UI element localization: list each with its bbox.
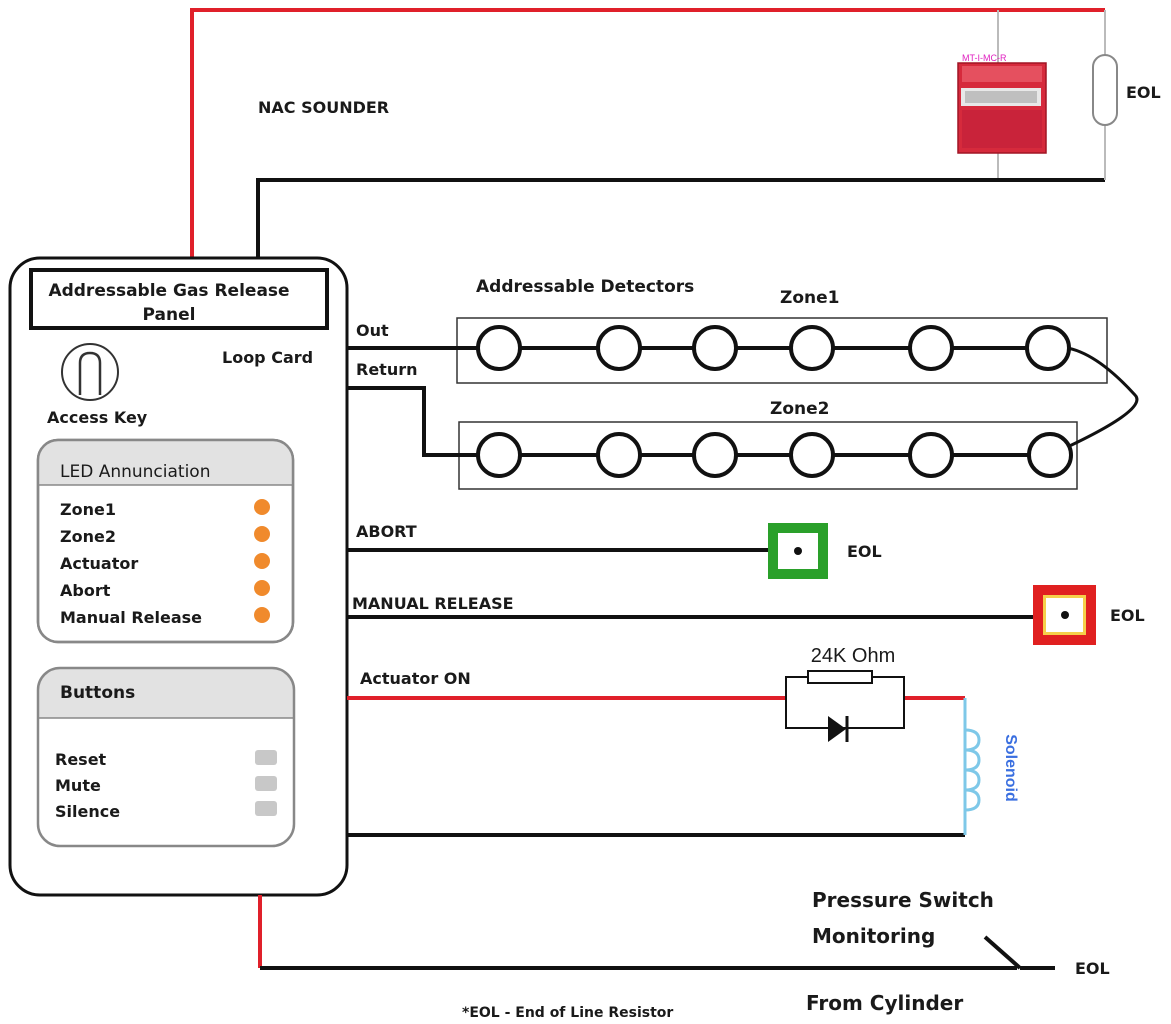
buttons-title: Buttons	[60, 683, 135, 703]
panel-title-line2: Panel	[143, 305, 196, 325]
solenoid-label: Solenoid	[1002, 734, 1019, 802]
led-indicator-zone2	[254, 526, 270, 542]
actuator-label: Actuator ON	[360, 669, 471, 688]
loop-return-label: Return	[356, 360, 418, 379]
zone2-label: Zone2	[770, 399, 829, 419]
loop-out-label: Out	[356, 321, 389, 340]
nac-eol-resistor	[1092, 54, 1118, 126]
led-item-actuator: Actuator	[60, 554, 138, 573]
led-item-abort: Abort	[60, 581, 111, 600]
addressable-detectors-label: Addressable Detectors	[476, 277, 694, 297]
led-indicator-actuator	[254, 553, 270, 569]
led-annunciation-box	[36, 438, 295, 644]
button-label-mute: Mute	[55, 776, 101, 795]
panel-title-line1: Addressable Gas Release	[48, 281, 289, 301]
solenoid-icon	[963, 698, 981, 835]
zone2-detector	[908, 432, 954, 478]
nac-circuit: EOL NAC SOUNDER MT-I-MC-R	[190, 8, 1161, 258]
zone1-label: Zone1	[780, 288, 839, 308]
zone1-detector	[1025, 325, 1071, 371]
loop-end-wire	[1047, 345, 1139, 457]
zone1-detector	[908, 325, 954, 371]
abort-eol-label: EOL	[847, 542, 882, 561]
nac-black-wire	[256, 178, 1105, 258]
led-indicator-manual-release	[254, 607, 270, 623]
access-key-label: Access Key	[47, 408, 148, 427]
pressure-monitoring-label: Monitoring	[812, 924, 935, 948]
actuator-circuit: Actuator ON 24K Ohm Solenoid	[347, 645, 1019, 837]
control-panel: Addressable Gas Release Panel Loop Card …	[8, 256, 349, 897]
led-indicator-zone1	[254, 499, 270, 515]
buttons-box	[36, 666, 296, 848]
manual-release-eol-label: EOL	[1110, 606, 1145, 625]
zone1-detector	[596, 325, 642, 371]
abort-circuit: ABORT EOL	[347, 522, 882, 579]
pressure-switch-label: Pressure Switch	[812, 888, 994, 912]
pressure-switch-circuit: EOL Pressure Switch Monitoring From Cyli…	[258, 888, 1110, 1015]
zone2-detector	[692, 432, 738, 478]
led-indicator-abort	[254, 580, 270, 596]
panel-title-box	[29, 268, 329, 330]
zone1-box	[456, 317, 1108, 384]
pressure-eol-label: EOL	[1075, 959, 1110, 978]
pressure-switch-lever	[983, 935, 1022, 970]
resistor-diode-network	[785, 676, 905, 729]
eol-footnote: *EOL - End of Line Resistor	[462, 1005, 673, 1021]
zone1-detector	[692, 325, 738, 371]
from-cylinder-label: From Cylinder	[806, 991, 963, 1015]
pull-station-label: MT-I-MC-R	[962, 53, 1007, 63]
zone2-detector	[789, 432, 835, 478]
detector-loop: Addressable Detectors Zone1 Zone2 Out Re…	[347, 277, 1139, 490]
silence-button[interactable]	[255, 801, 277, 816]
nac-red-wire	[190, 8, 1105, 258]
zone2-detector	[1027, 432, 1073, 478]
resistor-label: 24K Ohm	[811, 645, 895, 667]
zone1-detectors	[476, 325, 1071, 371]
zone2-detectors	[476, 432, 1073, 478]
nac-sounder-label: NAC SOUNDER	[258, 98, 389, 117]
nac-eol-label: EOL	[1126, 83, 1161, 102]
zone1-detector	[476, 325, 522, 371]
access-key-icon[interactable]	[61, 343, 119, 401]
zone1-detector	[789, 325, 835, 371]
resistor-icon	[807, 670, 873, 684]
button-label-reset: Reset	[55, 750, 107, 769]
led-item-manual-release: Manual Release	[60, 608, 202, 627]
loop-card-label: Loop Card	[222, 348, 313, 367]
abort-label: ABORT	[356, 522, 417, 541]
button-label-silence: Silence	[55, 802, 120, 821]
mute-button[interactable]	[255, 776, 277, 791]
zone2-detector	[596, 432, 642, 478]
diode-icon	[828, 716, 849, 742]
led-annunciation-title: LED Annunciation	[60, 462, 211, 482]
manual-release-circuit: MANUAL RELEASE EOL	[347, 585, 1145, 645]
pull-station-device	[957, 62, 1047, 154]
reset-button[interactable]	[255, 750, 277, 765]
led-item-zone2: Zone2	[60, 527, 116, 546]
led-item-zone1: Zone1	[60, 500, 116, 519]
zone2-detector	[476, 432, 522, 478]
manual-release-label: MANUAL RELEASE	[352, 594, 514, 613]
